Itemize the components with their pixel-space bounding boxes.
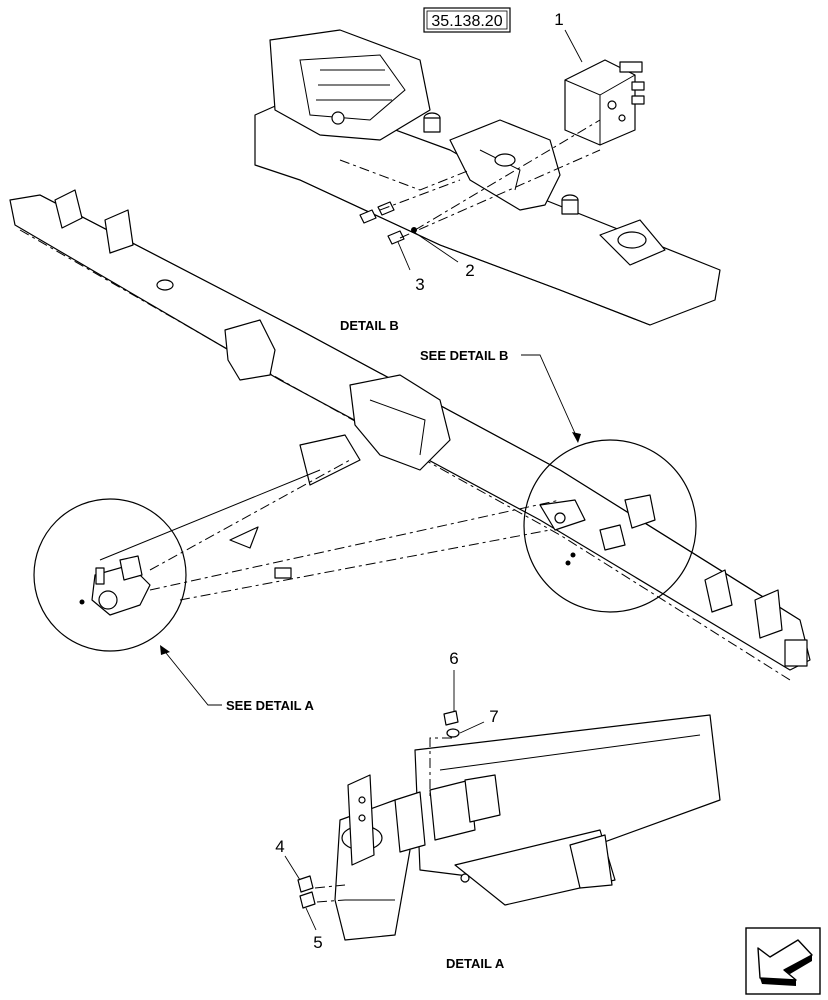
callout-7: 7	[489, 707, 498, 726]
arrow-page-icon[interactable]	[745, 927, 821, 995]
see-detail-leaders: SEE DETAIL B SEE DETAIL A	[160, 348, 581, 713]
valve-block	[564, 59, 645, 146]
callouts-detail-b: 1 2 3	[397, 10, 583, 294]
callouts-detail-a: 6 7 4 5	[275, 649, 498, 952]
detail-a-assembly	[297, 710, 721, 941]
callout-1: 1	[554, 10, 563, 29]
see-detail-b-label: SEE DETAIL B	[420, 348, 508, 363]
detail-b-assembly	[254, 29, 721, 326]
detail-b-label: DETAIL B	[340, 318, 399, 333]
callout-2: 2	[465, 261, 474, 280]
callout-4: 4	[275, 837, 284, 856]
callout-3: 3	[415, 275, 424, 294]
see-detail-a-label: SEE DETAIL A	[226, 698, 314, 713]
callout-5: 5	[313, 933, 322, 952]
detail-circle-b	[523, 439, 697, 613]
detail-circle-a	[33, 498, 187, 652]
reference-box: 35.138.20	[423, 7, 511, 33]
callout-6: 6	[449, 649, 458, 668]
boom-assembly	[9, 189, 811, 681]
reference-number: 35.138.20	[431, 13, 502, 30]
bolt-items	[359, 201, 417, 245]
detail-a-label: DETAIL A	[446, 956, 505, 971]
